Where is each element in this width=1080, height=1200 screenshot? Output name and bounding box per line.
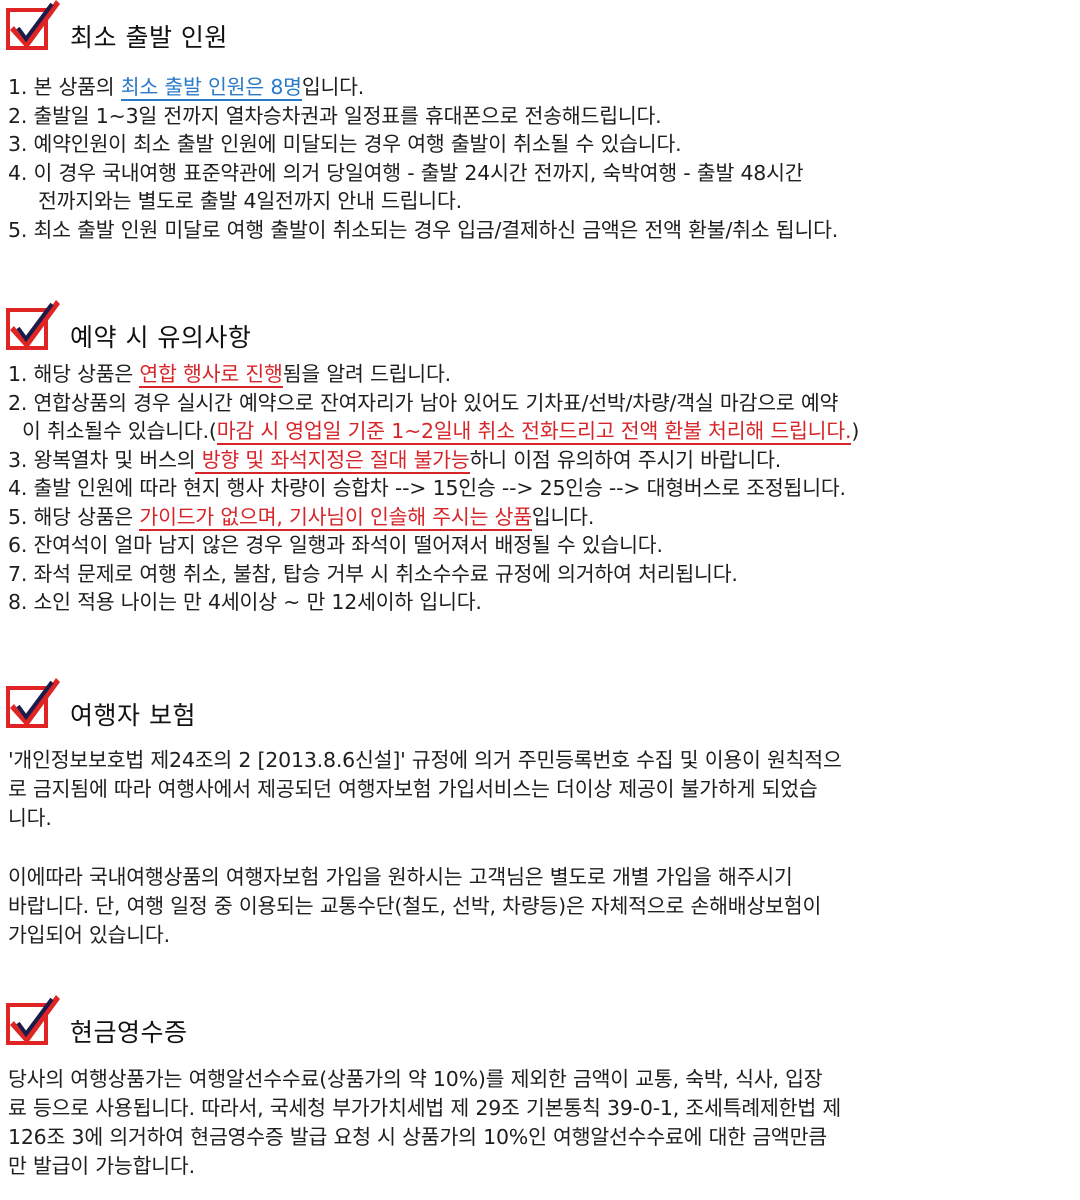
section-cash-receipt: 현금영수증 당사의 여행상품가는 여행알선수수료(상품가의 약 10%)를 제외… [0, 995, 1080, 1181]
list-item: 3. 왕복열차 및 버스의 방향 및 좌석지정은 절대 불가능하니 이점 유의하… [8, 447, 782, 474]
list-item: 4. 이 경우 국내여행 표준약관에 의거 당일여행 - 출발 24시간 전까지… [8, 160, 804, 214]
checkbox-check-icon [6, 308, 50, 352]
list-item: 8. 소인 적용 나이는 만 4세이상 ~ 만 12세이하 입니다. [8, 590, 482, 614]
list-item: 1. 본 상품의 최소 출발 인원은 8명입니다. [8, 75, 365, 101]
list-item: 4. 출발 인원에 따라 현지 행사 차량이 승합차 --> 15인승 --> … [8, 476, 846, 500]
list-item: 5. 해당 상품은 가이드가 없으며, 기사님이 인솔해 주시는 상품입니다. [8, 504, 595, 531]
list-item: 6. 잔여석이 얼마 남지 않은 경우 일행과 좌석이 떨어져서 배정될 수 있… [8, 533, 663, 557]
section-heading: 예약 시 유의사항 [0, 300, 1080, 356]
booking-notes-list: 1. 해당 상품은 연합 행사로 진행됨을 알려 드립니다. 2. 연합상품의 … [0, 360, 1080, 617]
section-heading: 여행자 보험 [0, 678, 1080, 734]
highlight-min-people: 최소 출발 인원은 8명 [120, 75, 302, 101]
checkbox-check-icon [6, 1003, 50, 1047]
list-item: 2. 연합상품의 경우 실시간 예약으로 잔여자리가 남아 있어도 기차표/선박… [8, 390, 860, 445]
list-item: 2. 출발일 1~3일 전까지 열차승차권과 일정표를 휴대폰으로 전송해드립니… [8, 103, 662, 128]
highlight-joint-tour: 연합 행사로 진행 [139, 362, 283, 388]
checkbox-check-icon [6, 686, 50, 730]
section-title: 현금영수증 [70, 1018, 188, 1047]
section-min-departure: 최소 출발 인원 1. 본 상품의 최소 출발 인원은 8명입니다. 2. 출발… [0, 0, 1080, 244]
section-heading: 최소 출발 인원 [0, 0, 1080, 56]
section-title: 여행자 보험 [70, 701, 196, 730]
min-departure-list: 1. 본 상품의 최소 출발 인원은 8명입니다. 2. 출발일 1~3일 전까… [0, 73, 1080, 244]
highlight-no-guide: 가이드가 없으며, 기사님이 인솔해 주시는 상품 [139, 504, 532, 531]
insurance-paragraph-1: '개인정보보호법 제24조의 2 [2013.8.6신설]' 규정에 의거 주민… [8, 748, 842, 830]
list-item: 7. 좌석 문제로 여행 취소, 불참, 탑승 거부 시 취소수수료 규정에 의… [8, 561, 738, 586]
section-booking-notes: 예약 시 유의사항 1. 해당 상품은 연합 행사로 진행됨을 알려 드립니다.… [0, 300, 1080, 617]
cash-receipt-paragraph: 당사의 여행상품가는 여행알선수수료(상품가의 약 10%)를 제외한 금액이 … [8, 1067, 841, 1178]
checkbox-check-icon [6, 8, 50, 52]
highlight-refund-notice: 마감 시 영업일 기준 1~2일내 취소 전화드리고 전액 환불 처리해 드립니… [216, 419, 852, 445]
insurance-paragraph-2: 이에따라 국내여행상품의 여행자보험 가입을 원하시는 고객님은 별도로 개별 … [8, 865, 822, 947]
list-item: 1. 해당 상품은 연합 행사로 진행됨을 알려 드립니다. [8, 362, 451, 388]
section-insurance: 여행자 보험 '개인정보보호법 제24조의 2 [2013.8.6신설]' 규정… [0, 678, 1080, 950]
list-item: 5. 최소 출발 인원 미달로 여행 출발이 취소되는 경우 입금/결제하신 금… [8, 217, 839, 242]
list-item: 3. 예약인원이 최소 출발 인원에 미달되는 경우 여행 출발이 취소될 수 … [8, 132, 682, 156]
section-title: 예약 시 유의사항 [70, 323, 252, 352]
highlight-seat-assignment: 방향 및 좌석지정은 절대 불가능 [195, 447, 470, 474]
section-title: 최소 출발 인원 [70, 23, 228, 52]
section-heading: 현금영수증 [0, 995, 1080, 1051]
